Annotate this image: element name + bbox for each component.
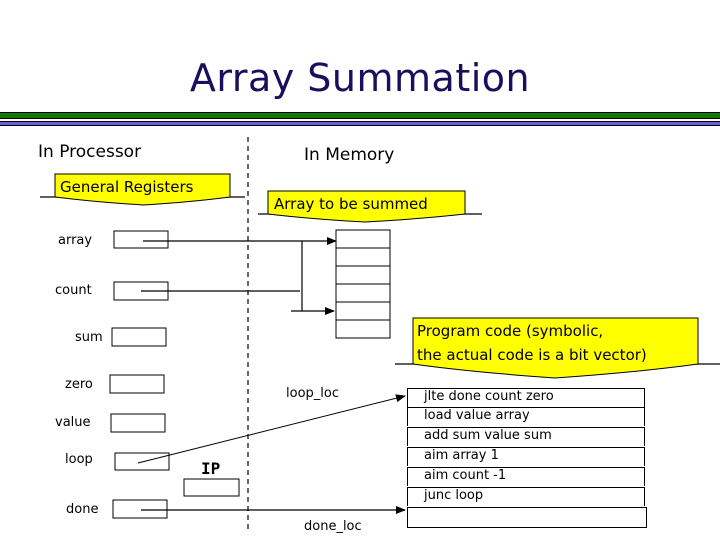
memory-array-cell bbox=[335, 265, 391, 285]
program-code-callout-shape bbox=[395, 317, 720, 379]
register-box-zero bbox=[109, 374, 165, 394]
code-row: junc loop bbox=[407, 487, 645, 506]
register-label-array: array bbox=[58, 233, 93, 248]
memory-array-cell bbox=[335, 229, 391, 249]
code-row: load value array bbox=[407, 407, 645, 426]
general-registers-callout: General Registers bbox=[60, 178, 194, 196]
array-to-be-summed-callout: Array to be summed bbox=[274, 195, 428, 213]
code-row: jlte done count zero bbox=[407, 388, 645, 407]
title-rule-green bbox=[0, 112, 720, 119]
memory-heading: In Memory bbox=[304, 145, 395, 165]
slide-title: Array Summation bbox=[189, 56, 531, 100]
register-label-count: count bbox=[55, 283, 92, 298]
program-code-callout-line1: Program code (symbolic, bbox=[417, 322, 604, 340]
register-label-done: done bbox=[66, 502, 99, 517]
loop-pointer-arrow bbox=[137, 394, 406, 464]
title-rule-blue bbox=[0, 121, 720, 126]
array-callout-shape bbox=[258, 190, 482, 223]
processor-heading: In Processor bbox=[38, 142, 142, 162]
program-code-callout-line2: the actual code is a bit vector) bbox=[417, 346, 647, 364]
memory-array-cell bbox=[335, 301, 391, 321]
array-pointer-arrow bbox=[143, 237, 337, 315]
code-row bbox=[407, 507, 647, 528]
register-box-sum bbox=[111, 327, 167, 347]
done-loc-label: done_loc bbox=[304, 519, 362, 534]
memory-array bbox=[335, 229, 391, 339]
memory-array-cell bbox=[335, 319, 391, 339]
memory-array-cell bbox=[335, 247, 391, 267]
loop-loc-label: loop_loc bbox=[286, 386, 339, 401]
register-box-loop bbox=[114, 452, 170, 471]
code-row: add sum value sum bbox=[407, 427, 645, 446]
register-box-done bbox=[112, 499, 168, 519]
register-box-value bbox=[110, 413, 166, 433]
memory-array-cell bbox=[335, 283, 391, 303]
register-box-ip bbox=[183, 478, 240, 497]
ip-label: IP bbox=[201, 459, 221, 478]
register-label-value: value bbox=[55, 415, 91, 430]
register-box-array bbox=[113, 230, 169, 249]
register-label-zero: zero bbox=[65, 377, 93, 392]
general-registers-callout-shape bbox=[40, 173, 245, 206]
code-row: aim count -1 bbox=[407, 467, 645, 486]
register-label-sum: sum bbox=[75, 330, 103, 345]
code-row: aim array 1 bbox=[407, 447, 645, 466]
register-label-loop: loop bbox=[65, 452, 93, 467]
